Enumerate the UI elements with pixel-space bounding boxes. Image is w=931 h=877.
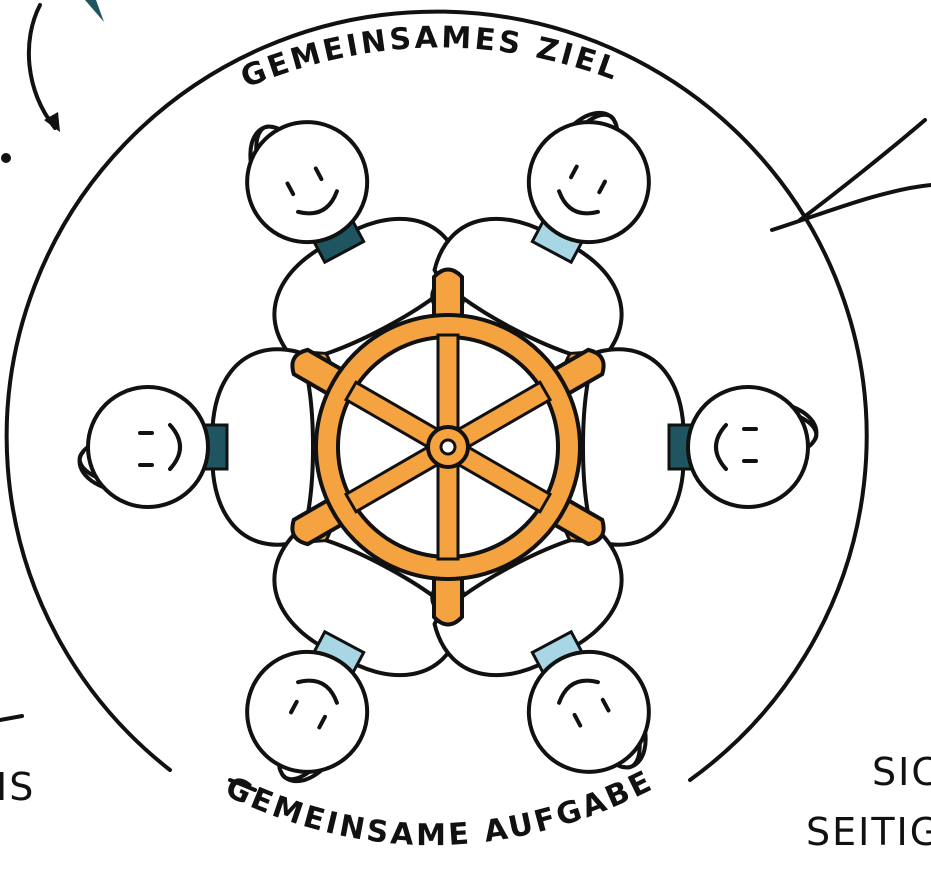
- left-fragment-label: IS: [0, 765, 35, 809]
- person-top-view-icon: [564, 347, 819, 547]
- ship-wheel-icon: [290, 267, 606, 627]
- person-top-view-icon: [430, 513, 651, 774]
- arrow-icon: [1, 0, 104, 163]
- group-circle: [4, 9, 869, 782]
- wheel-handle: [432, 573, 464, 627]
- right-fragment-label-1: SIC: [872, 750, 931, 794]
- person-top-view-icon: [430, 110, 651, 381]
- right-fragment-label-2: SEITIG: [806, 810, 931, 854]
- arrow-icon: [770, 118, 931, 232]
- wheel-handle: [432, 267, 464, 321]
- person-top-view-icon: [77, 347, 332, 547]
